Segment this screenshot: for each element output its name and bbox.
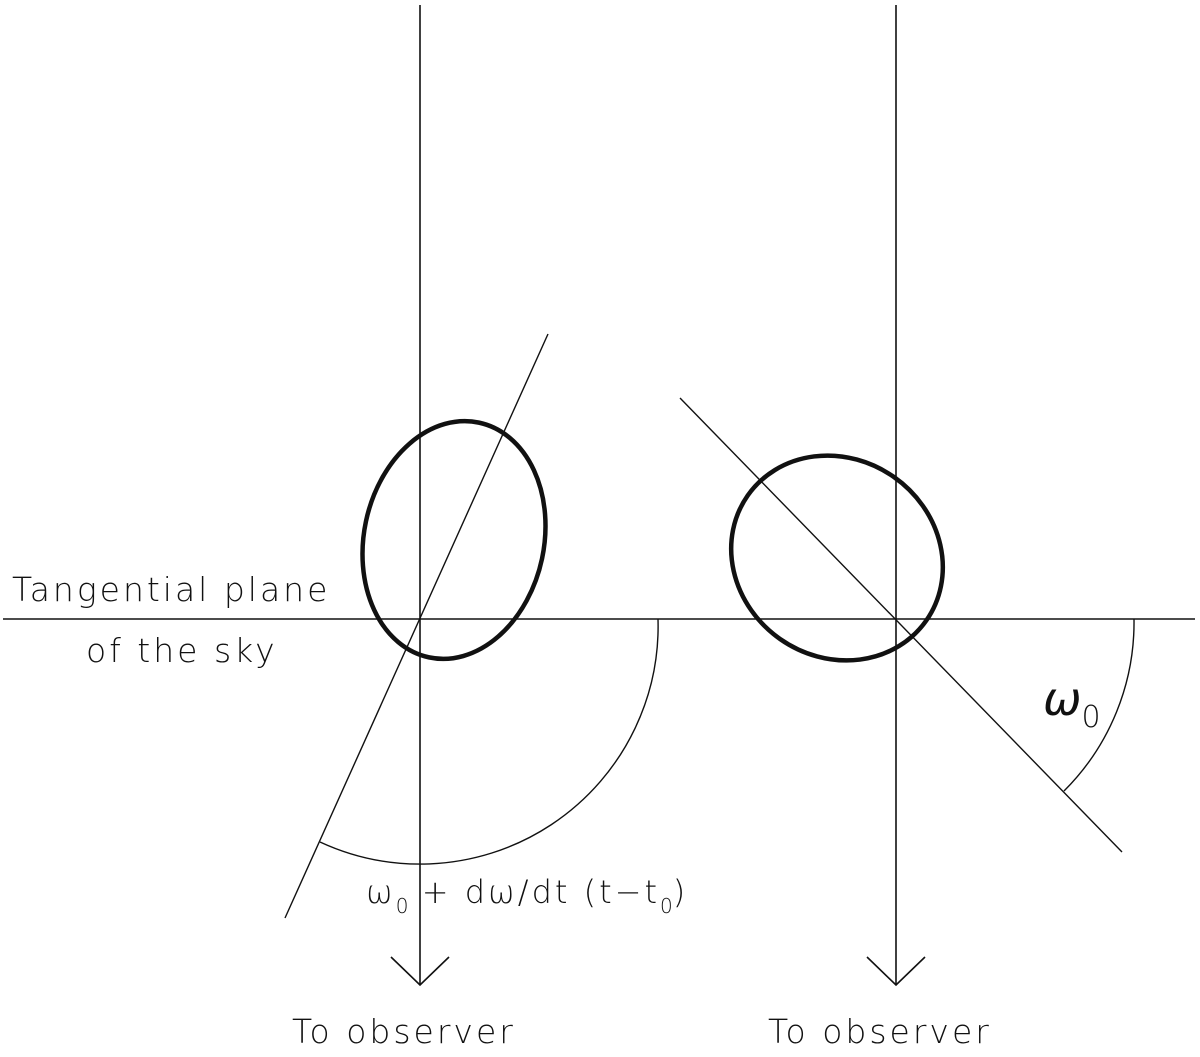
- omega-symbol: ω: [366, 873, 396, 911]
- left-orbit-ellipse: [360, 418, 548, 662]
- right-arrowhead: [866, 956, 926, 987]
- t0-subscript: 0: [660, 894, 673, 918]
- left-arrowhead: [390, 956, 450, 987]
- plane-label-line1: Tangential plane: [12, 570, 331, 609]
- omega-subscript: 0: [1081, 700, 1101, 735]
- closing-paren: ): [672, 873, 689, 911]
- angle-rate-term: + dω/dt (t−t: [408, 873, 660, 911]
- left-angle-arc: [319, 618, 659, 865]
- plane-label-line2: of the sky: [86, 631, 278, 670]
- observer-label-left: To observer: [292, 1012, 516, 1051]
- omega-subscript: 0: [395, 894, 409, 918]
- observer-label-right: To observer: [768, 1012, 992, 1051]
- right-angle-label: ω0: [1043, 672, 1101, 735]
- right-angle-arc: [1063, 618, 1135, 792]
- right-orbit-ellipse: [728, 453, 946, 663]
- left-angle-label: ω0 + dω/dt (t−t0): [366, 873, 689, 918]
- omega-symbol: ω: [1043, 672, 1082, 726]
- right-apsidal-line: [679, 397, 1123, 853]
